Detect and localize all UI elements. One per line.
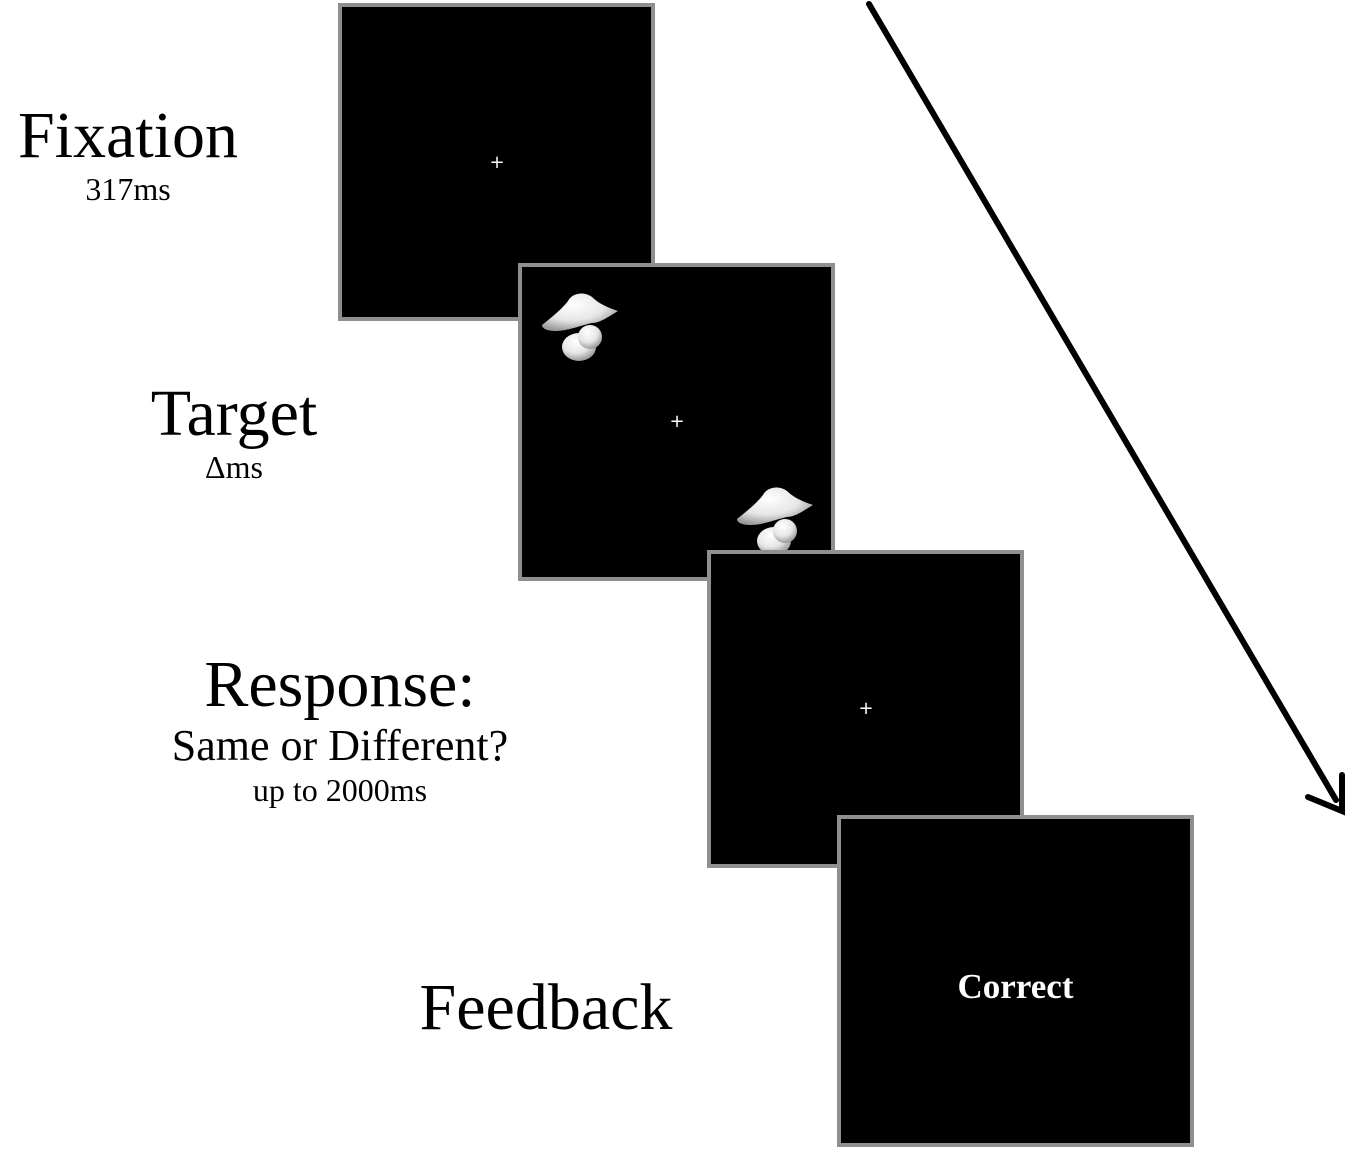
target-label: Target Δms (136, 377, 332, 485)
feedback-screen: Correct (837, 815, 1194, 1147)
response-duration: up to 2000ms (252, 772, 428, 808)
target-duration: Δms (205, 449, 263, 485)
fixation-label: Fixation 317ms (0, 99, 256, 207)
response-question: Same or Different? (171, 721, 509, 770)
stimulus-object-left-icon (542, 293, 618, 361)
fixation-cross: + (669, 411, 685, 432)
fixation-title: Fixation (17, 99, 238, 172)
fixation-duration: 317ms (85, 171, 171, 207)
target-screen: + (518, 263, 835, 581)
fixation-cross: + (858, 698, 874, 719)
response-label: Response: Same or Different? up to 2000m… (140, 648, 540, 808)
stimulus-object-right-icon (737, 487, 813, 555)
response-title: Response: (204, 648, 476, 721)
fixation-cross: + (489, 152, 505, 173)
fixation-screen: + (338, 3, 655, 321)
feedback-label: Feedback (396, 975, 696, 1041)
feedback-title: Feedback (419, 971, 673, 1044)
feedback-message: Correct (957, 967, 1074, 1006)
target-title: Target (150, 377, 318, 450)
